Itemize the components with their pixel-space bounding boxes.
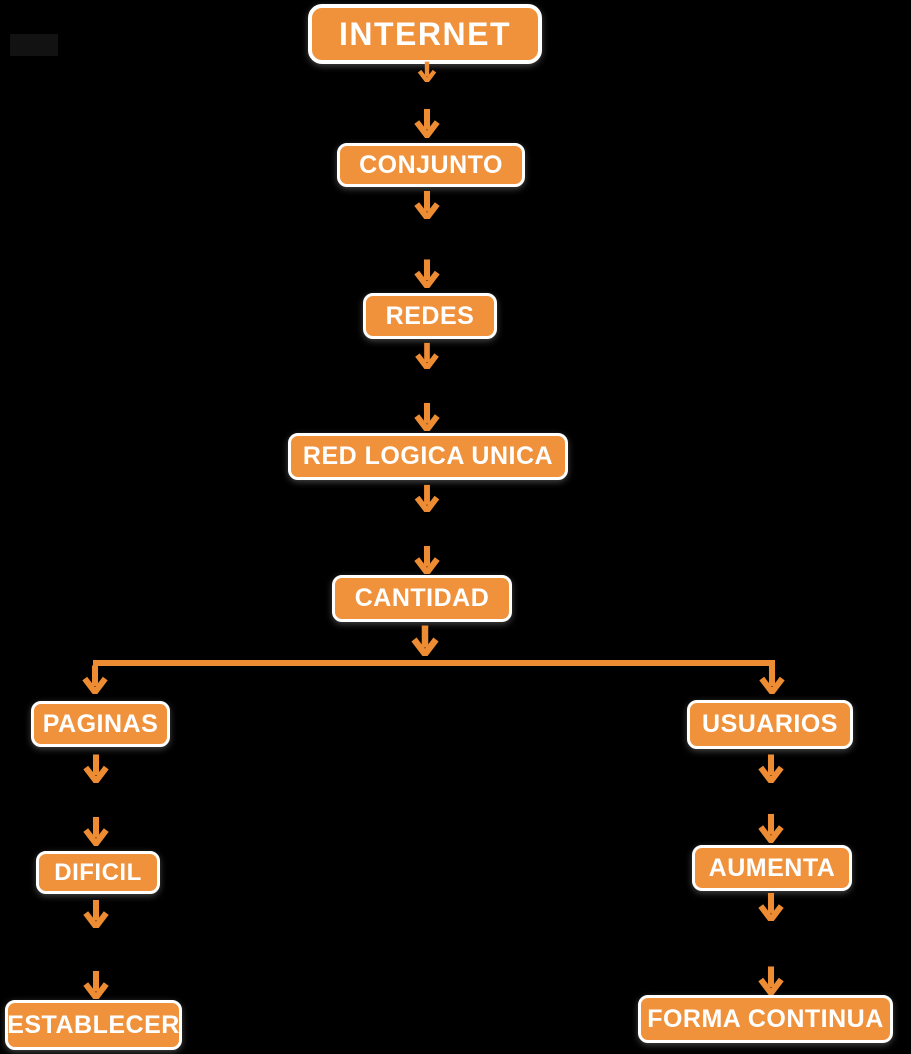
arrow-down-icon [413, 107, 441, 138]
node-forma-continua: FORMA CONTINUA [638, 995, 893, 1043]
arrow-down-icon [757, 892, 785, 921]
arrow-down-icon [82, 970, 110, 999]
arrow-down-icon [415, 61, 439, 82]
arrow-down-icon [757, 965, 785, 995]
arrow-down-icon [82, 815, 110, 846]
arrow-down-icon [413, 545, 441, 574]
node-conjunto: CONJUNTO [337, 143, 525, 187]
node-paginas: PAGINAS [31, 701, 170, 747]
branch-connector-line [93, 660, 775, 666]
node-internet: INTERNET [308, 4, 542, 64]
arrow-down-icon [413, 190, 441, 219]
node-cantidad: CANTIDAD [332, 575, 512, 622]
arrow-down-icon [757, 812, 785, 843]
node-dificil: DIFICIL [36, 851, 160, 894]
background-artifact [10, 34, 58, 56]
arrow-down-icon [410, 624, 440, 656]
arrow-down-icon [757, 753, 785, 783]
node-usuarios: USUARIOS [687, 700, 853, 749]
node-red-logica-unica: RED LOGICA UNICA [288, 433, 568, 480]
arrow-down-icon [758, 664, 786, 694]
arrow-down-icon [82, 899, 110, 928]
node-aumenta: AUMENTA [692, 845, 852, 891]
arrow-down-icon [413, 484, 441, 512]
arrow-down-icon [413, 258, 441, 288]
arrow-down-icon [413, 402, 441, 431]
arrow-down-icon [413, 342, 441, 369]
node-establecer: ESTABLECER [5, 1000, 182, 1050]
arrow-down-icon [82, 753, 110, 783]
arrow-down-icon [81, 664, 109, 694]
node-redes: REDES [363, 293, 497, 339]
